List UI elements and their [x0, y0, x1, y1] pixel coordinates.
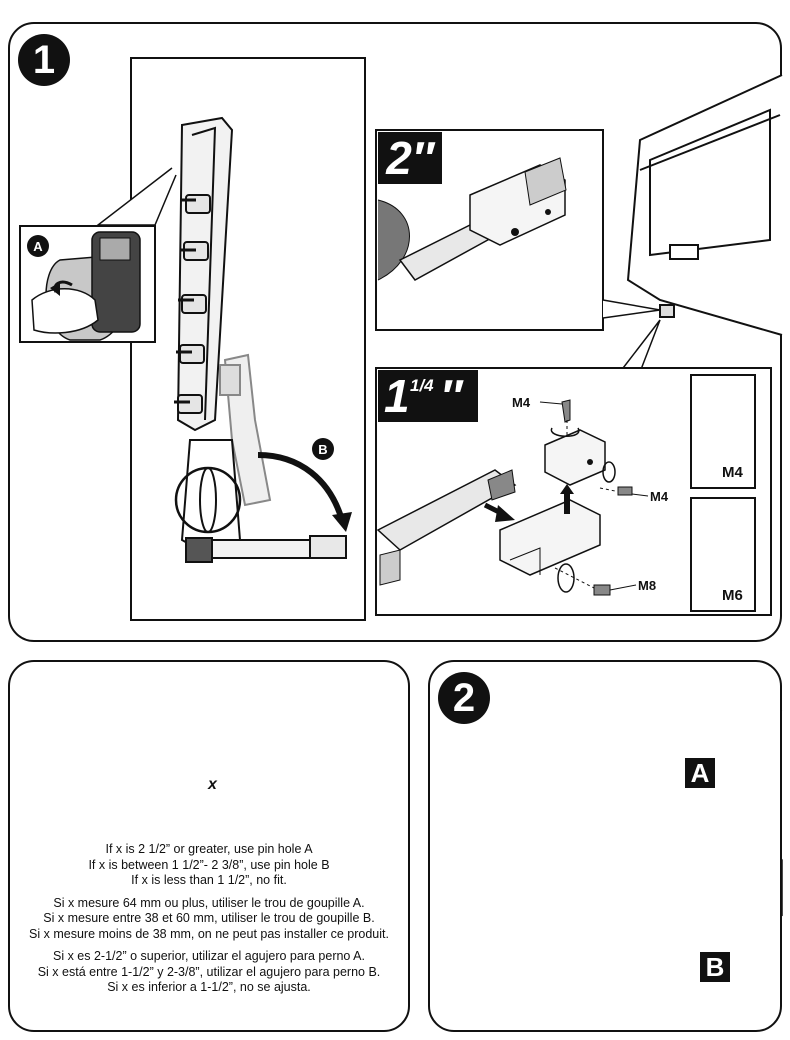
hex-key-m6-box: M6 [690, 497, 756, 612]
pin-hole-a-label: A [685, 758, 715, 788]
instruction-line: Si x es inferior a 1-1/2”, no se ajusta. [107, 980, 311, 994]
part-label-m4-top: M4 [512, 395, 531, 410]
pin-release-inset [19, 225, 156, 343]
instructions-french: Si x mesure 64 mm ou plus, utiliser le t… [14, 896, 404, 943]
rack-fold-frame [130, 57, 366, 621]
dimension-x-label: x [208, 776, 217, 793]
instruction-line: Si x es 2-1/2” o superior, utilizar el a… [53, 949, 365, 963]
instruction-line: If x is less than 1 1/2”, no fit. [131, 873, 287, 887]
hitch-2in-label: 2″ [378, 132, 442, 184]
vehicle-rear [626, 74, 783, 336]
instruction-line: Si x mesure entre 38 et 60 mm, utiliser … [43, 911, 375, 925]
hitch-114-fraction: 1/4 [410, 376, 434, 395]
instruction-line: If x is between 1 1/2”- 2 3/8”, use pin … [88, 857, 330, 872]
part-label-m8: M8 [638, 578, 657, 593]
hex-key-m4-label: M4 [722, 464, 743, 481]
instruction-line: Si x mesure moins de 38 mm, on ne peut p… [29, 926, 389, 941]
callout-b: B [312, 438, 334, 460]
hitch-2in-illustration [375, 129, 604, 331]
warning-panel [8, 660, 410, 1032]
pin-hole-b-label: B [700, 952, 730, 982]
instructions-english: If x is 2 1/2” or greater, use pin hole … [14, 842, 404, 889]
instruction-line: Si x está entre 1-1/2” y 2-3/8”, utiliza… [37, 964, 381, 979]
instruction-line: If x is 2 1/2” or greater, use pin hole … [105, 842, 313, 856]
instructions-spanish: Si x es 2-1/2” o superior, utilizar el a… [14, 949, 404, 996]
warning-instructions: If x is 2 1/2” or greater, use pin hole … [14, 842, 404, 1003]
callout-a: A [27, 235, 49, 257]
step-1-badge: 1 [18, 34, 70, 86]
hex-key-m4-box: M4 [690, 374, 756, 489]
hitch-114-mark: ″ [440, 370, 463, 422]
step-2-badge: 2 [438, 672, 490, 724]
hitch-114-whole: 1 [384, 370, 410, 422]
rack-illustration [174, 116, 347, 563]
instruction-line: Si x mesure 64 mm ou plus, utiliser le t… [53, 895, 365, 910]
hex-key-m6-label: M6 [722, 587, 743, 604]
hitch-114-label: 1 1/4 ″ [378, 370, 478, 422]
part-label-m4-side: M4 [650, 489, 669, 504]
